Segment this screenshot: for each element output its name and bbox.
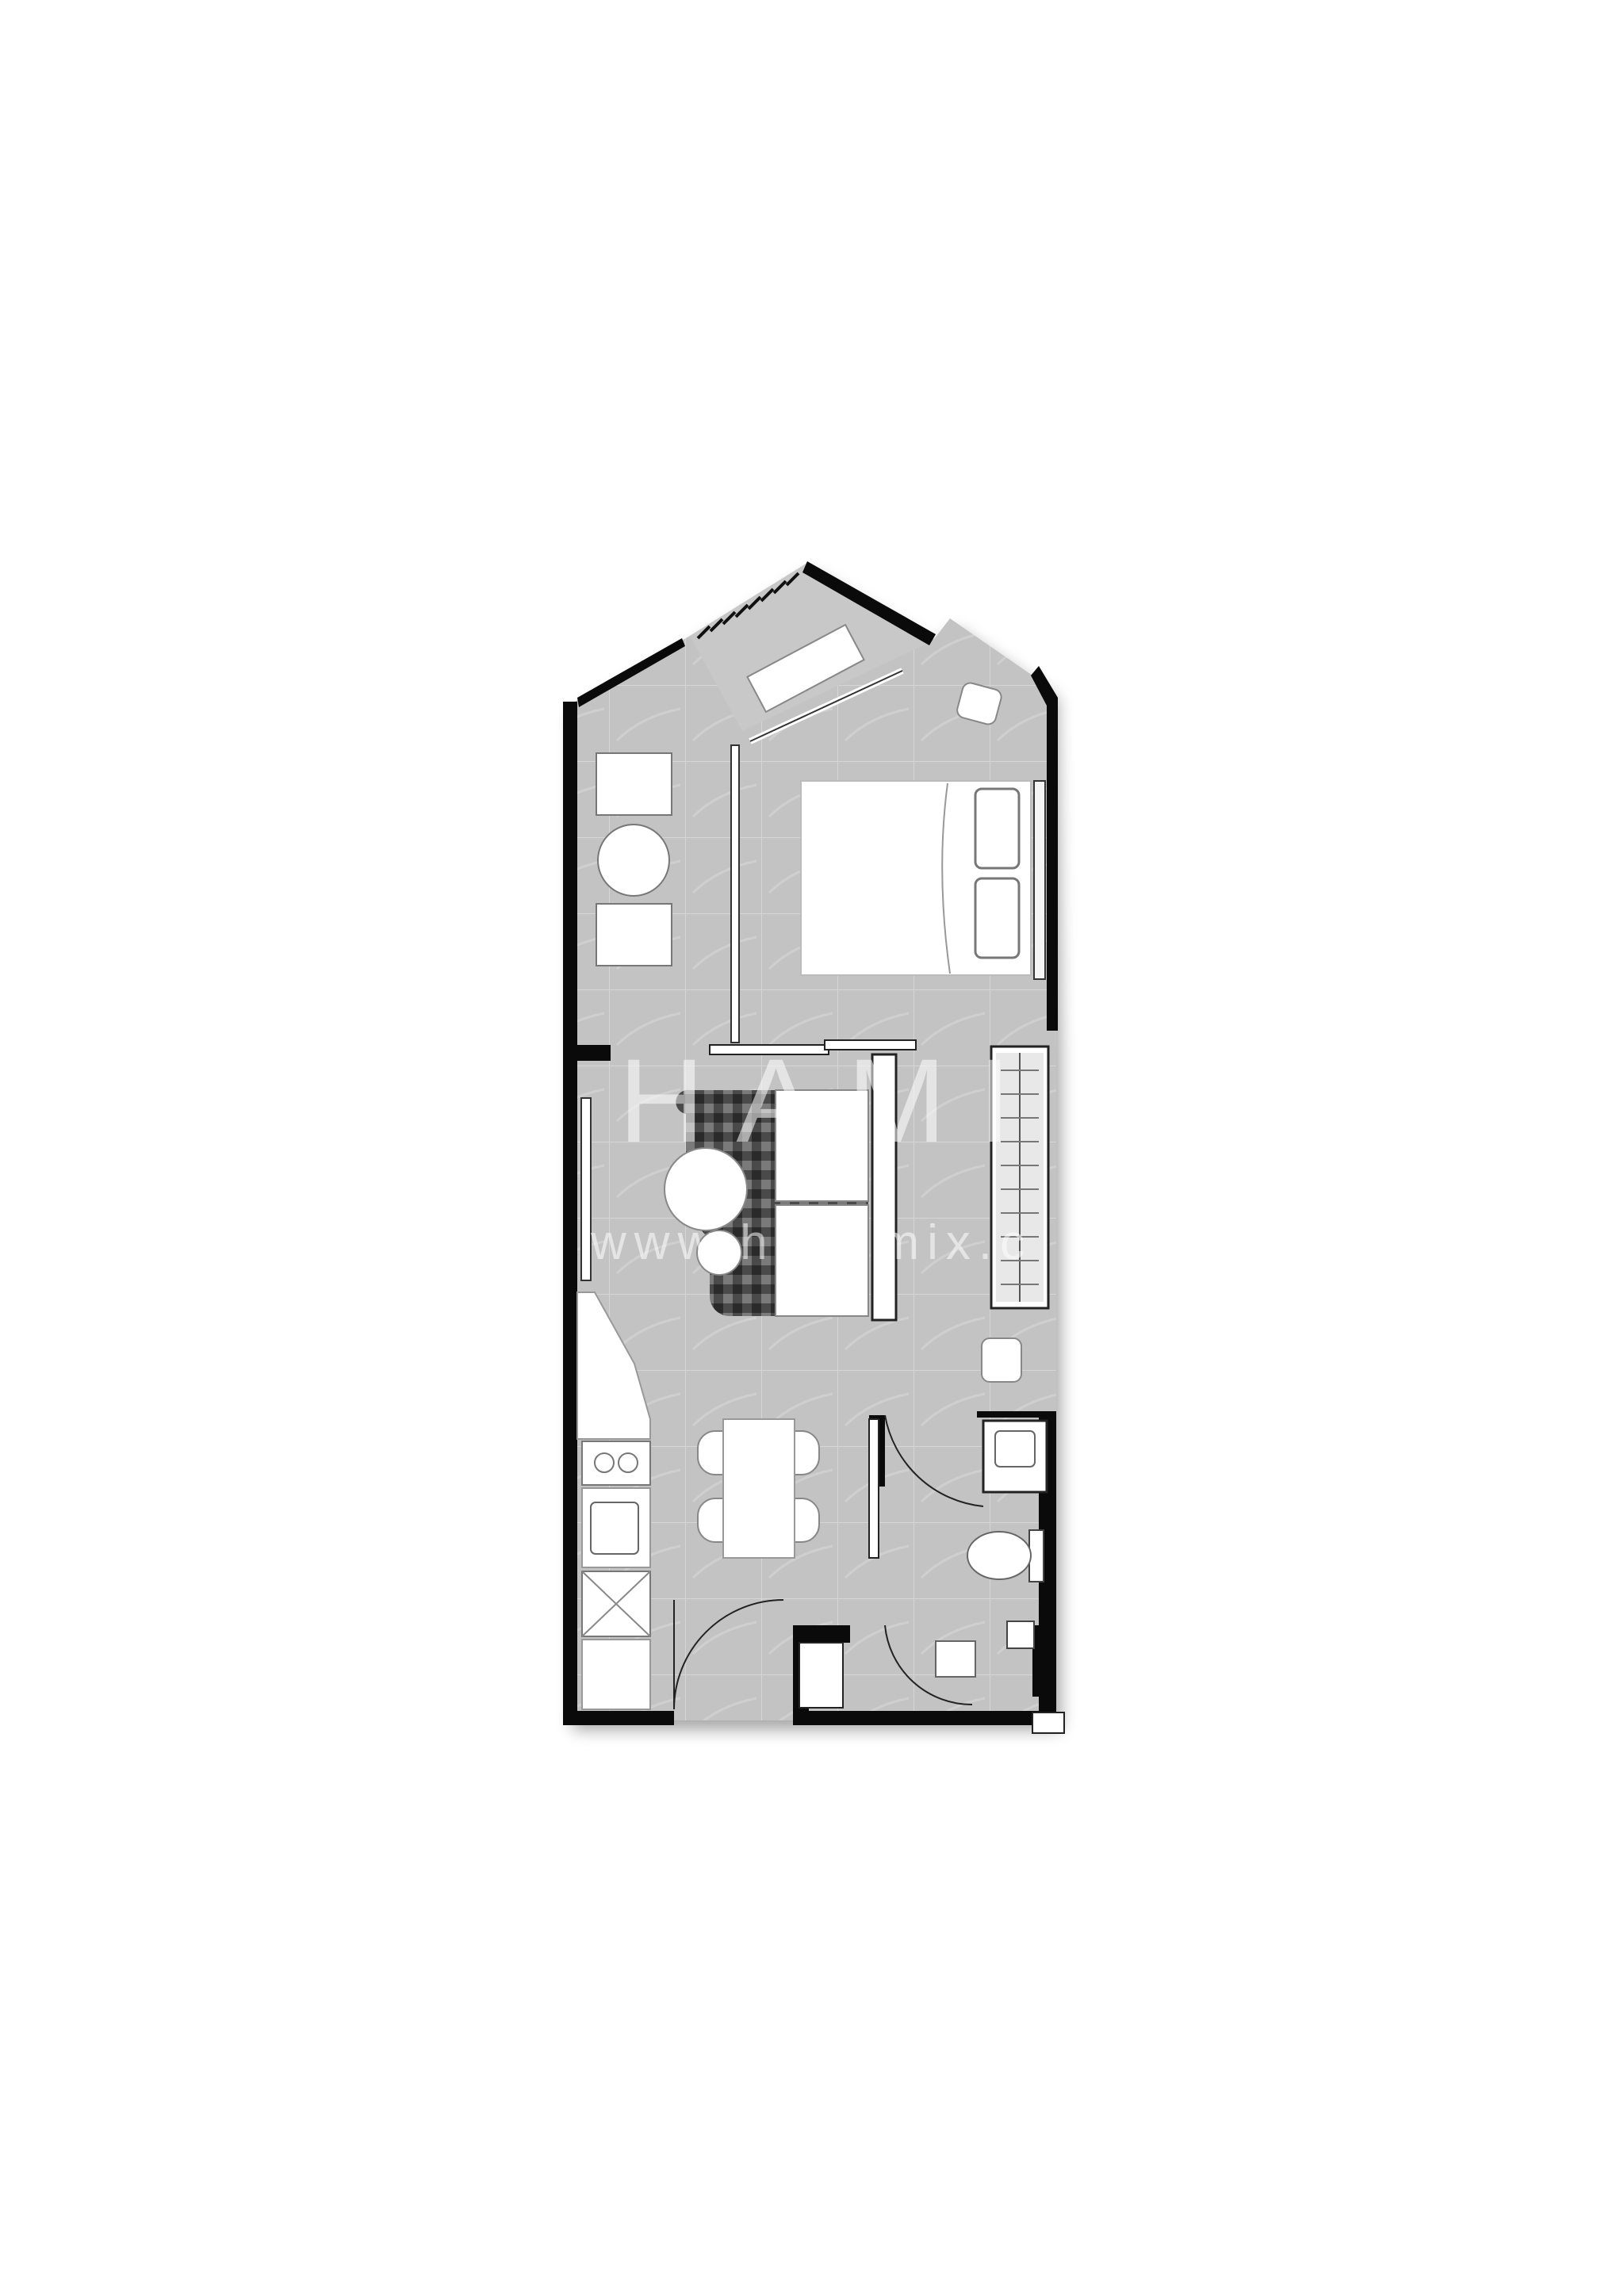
wardrobe xyxy=(1033,780,1046,980)
kitchen xyxy=(576,1292,651,1710)
study-area xyxy=(596,752,672,966)
right-wall-upper xyxy=(1047,698,1058,1031)
bottom-wall-right xyxy=(793,1711,1056,1725)
watermark-url: www.hamimix.c xyxy=(590,1215,1032,1270)
study-round-table xyxy=(597,824,670,897)
bedroom xyxy=(800,682,1046,980)
entry-door-swing xyxy=(673,1599,784,1710)
sofa-back xyxy=(871,1053,898,1322)
pillow-bottom xyxy=(974,877,1021,959)
utility-cabinet xyxy=(1032,1712,1065,1734)
entry-closet xyxy=(799,1642,844,1709)
bath-wall-frame xyxy=(977,1411,1056,1418)
upper-left-angled-wall xyxy=(577,638,685,707)
bath-wall-post xyxy=(1032,1625,1056,1697)
living-area xyxy=(580,1053,898,1322)
bedroom-armchair xyxy=(956,682,1002,725)
pillow-top xyxy=(974,787,1021,870)
bathroom-door-swing xyxy=(884,1414,984,1507)
stub-wall-left xyxy=(577,1045,611,1061)
storage-cabinet xyxy=(990,1045,1050,1310)
watermark: HAMI www.hamimix.c xyxy=(590,1034,1043,1270)
cooktop xyxy=(581,1441,651,1486)
burner-right xyxy=(618,1452,638,1473)
burner-left xyxy=(594,1452,615,1473)
coffee-table-large xyxy=(664,1147,748,1231)
upper-right-angled-wall xyxy=(802,561,936,645)
study-chair-top xyxy=(596,752,672,816)
bottom-wall-left xyxy=(563,1711,674,1725)
kitchen-cabinet-bottom xyxy=(581,1639,651,1710)
left-wall xyxy=(563,702,577,1724)
shower-tray xyxy=(935,1640,976,1678)
sofa-cushion-top xyxy=(775,1089,869,1202)
lounge-chair xyxy=(746,623,865,714)
watermark-brand: HAMI xyxy=(619,1034,1043,1167)
kitchen-sink xyxy=(590,1502,639,1555)
study-chair-bottom xyxy=(596,903,672,966)
upper-right-corner-wall xyxy=(1031,666,1058,706)
toilet-bowl xyxy=(967,1531,1032,1580)
laundry-box xyxy=(981,1337,1022,1383)
coffee-table-small xyxy=(696,1230,742,1276)
bedroom-partition xyxy=(709,668,917,1055)
dining-table xyxy=(722,1418,795,1559)
dining-area xyxy=(697,1418,820,1559)
tv-console xyxy=(580,1097,592,1281)
shower-door-swing xyxy=(884,1624,973,1706)
bathroom xyxy=(799,1337,1065,1734)
balcony-railing xyxy=(696,572,800,640)
kitchen-counter-upper xyxy=(576,1292,651,1440)
vanity-basin xyxy=(994,1430,1036,1468)
doors xyxy=(673,1414,984,1710)
wardrobe-door xyxy=(868,1418,879,1559)
shower-valve xyxy=(1006,1621,1035,1649)
sofa-cushion-bottom xyxy=(775,1204,869,1317)
